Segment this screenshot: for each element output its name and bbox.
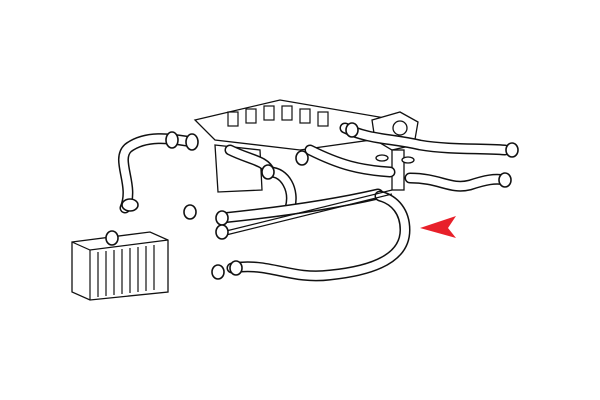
- lower-coolant-hose: [226, 190, 411, 282]
- hose-clamps: [105, 122, 519, 280]
- right-hose: [404, 172, 511, 192]
- radiator: [71, 231, 169, 301]
- arrow-left-icon: [420, 216, 456, 238]
- upper-radiator-hose: [118, 133, 198, 214]
- bypass-hose: [216, 188, 384, 224]
- heater-hose-upper: [304, 122, 511, 178]
- pipe-lines: [221, 189, 393, 237]
